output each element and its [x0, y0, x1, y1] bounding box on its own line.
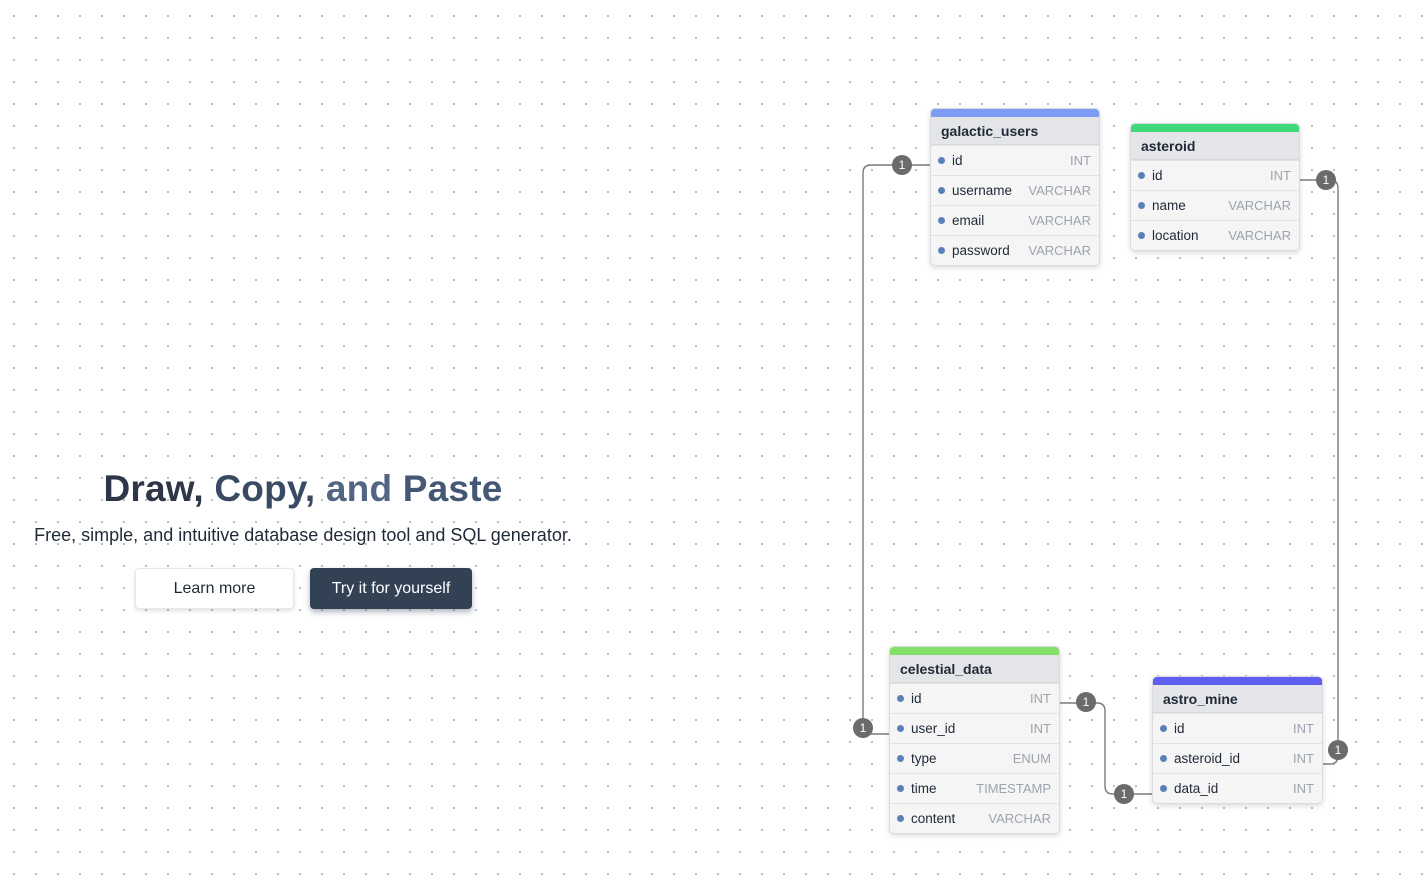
field-name: user_id — [911, 721, 956, 736]
field-handle-icon[interactable] — [938, 157, 945, 164]
relation-celestial-mine[interactable] — [1058, 702, 1153, 795]
field-handle-icon[interactable] — [938, 187, 945, 194]
field-type: INT — [1293, 781, 1314, 796]
hero-title-word: Copy, — [214, 468, 316, 509]
cardinality-badge: 1 — [892, 155, 912, 175]
field-row[interactable]: location VARCHAR — [1131, 220, 1299, 250]
hero-subtitle: Free, simple, and intuitive database des… — [34, 525, 572, 545]
learn-more-button[interactable]: Learn more — [135, 568, 294, 609]
field-type: VARCHAR — [1228, 198, 1291, 213]
field-row[interactable]: username VARCHAR — [931, 175, 1099, 205]
field-name: id — [1174, 721, 1185, 736]
table-color-bar — [1153, 677, 1322, 685]
field-name: id — [952, 153, 963, 168]
table-celestial-data[interactable]: celestial_data id INT user_id INT type E… — [889, 646, 1060, 834]
field-type: INT — [1293, 721, 1314, 736]
hero-title-word: Draw, — [103, 468, 204, 509]
field-name: location — [1152, 228, 1199, 243]
field-type: VARCHAR — [988, 811, 1051, 826]
field-row[interactable]: data_id INT — [1153, 773, 1322, 803]
field-type: TIMESTAMP — [976, 781, 1051, 796]
field-handle-icon[interactable] — [1160, 725, 1167, 732]
field-type: ENUM — [1012, 751, 1051, 766]
cardinality-badge: 1 — [1076, 692, 1096, 712]
table-name: asteroid — [1131, 132, 1299, 160]
field-type: INT — [1070, 153, 1091, 168]
field-row[interactable]: content VARCHAR — [890, 803, 1059, 833]
field-row[interactable]: email VARCHAR — [931, 205, 1099, 235]
hero-title-word: and — [325, 468, 393, 509]
field-handle-icon[interactable] — [897, 785, 904, 792]
field-type: VARCHAR — [1028, 213, 1091, 228]
field-name: name — [1152, 198, 1186, 213]
table-asteroid[interactable]: asteroid id INT name VARCHAR location VA… — [1130, 123, 1300, 251]
field-name: type — [911, 751, 937, 766]
field-type: VARCHAR — [1028, 183, 1091, 198]
table-color-bar — [1131, 124, 1299, 132]
cardinality-badge: 1 — [853, 718, 873, 738]
field-row[interactable]: id INT — [1153, 713, 1322, 743]
field-type: INT — [1030, 691, 1051, 706]
field-handle-icon[interactable] — [938, 247, 945, 254]
try-it-button[interactable]: Try it for yourself — [310, 568, 472, 609]
field-type: INT — [1293, 751, 1314, 766]
table-galactic-users[interactable]: galactic_users id INT username VARCHAR e… — [930, 108, 1100, 266]
field-row[interactable]: name VARCHAR — [1131, 190, 1299, 220]
field-row[interactable]: id INT — [931, 145, 1099, 175]
field-name: time — [911, 781, 937, 796]
field-name: asteroid_id — [1174, 751, 1241, 766]
field-handle-icon[interactable] — [897, 725, 904, 732]
field-type: VARCHAR — [1228, 228, 1291, 243]
field-name: id — [911, 691, 922, 706]
field-name: username — [952, 183, 1013, 198]
field-handle-icon[interactable] — [1138, 172, 1145, 179]
cardinality-badge: 1 — [1316, 170, 1336, 190]
field-handle-icon[interactable] — [897, 695, 904, 702]
table-astro-mine[interactable]: astro_mine id INT asteroid_id INT data_i… — [1152, 676, 1323, 804]
field-handle-icon[interactable] — [1138, 202, 1145, 209]
field-name: id — [1152, 168, 1163, 183]
cardinality-badge: 1 — [1114, 784, 1134, 804]
hero-title-word: Paste — [402, 468, 503, 509]
field-type: INT — [1270, 168, 1291, 183]
field-name: password — [952, 243, 1010, 258]
field-row[interactable]: time TIMESTAMP — [890, 773, 1059, 803]
table-color-bar — [890, 647, 1059, 655]
field-handle-icon[interactable] — [897, 755, 904, 762]
field-handle-icon[interactable] — [1160, 755, 1167, 762]
field-handle-icon[interactable] — [897, 815, 904, 822]
field-handle-icon[interactable] — [1160, 785, 1167, 792]
cardinality-badge: 1 — [1328, 740, 1348, 760]
field-handle-icon[interactable] — [938, 217, 945, 224]
field-name: data_id — [1174, 781, 1219, 796]
table-name: astro_mine — [1153, 685, 1322, 713]
field-type: INT — [1030, 721, 1051, 736]
field-handle-icon[interactable] — [1138, 232, 1145, 239]
table-name: galactic_users — [931, 117, 1099, 145]
field-type: VARCHAR — [1028, 243, 1091, 258]
field-row[interactable]: password VARCHAR — [931, 235, 1099, 265]
field-row[interactable]: id INT — [1131, 160, 1299, 190]
field-row[interactable]: asteroid_id INT — [1153, 743, 1322, 773]
field-row[interactable]: type ENUM — [890, 743, 1059, 773]
table-color-bar — [931, 109, 1099, 117]
table-name: celestial_data — [890, 655, 1059, 683]
hero-title: Draw, Copy, and Paste — [0, 465, 606, 513]
field-name: content — [911, 811, 956, 826]
field-name: email — [952, 213, 985, 228]
field-row[interactable]: id INT — [890, 683, 1059, 713]
field-row[interactable]: user_id INT — [890, 713, 1059, 743]
